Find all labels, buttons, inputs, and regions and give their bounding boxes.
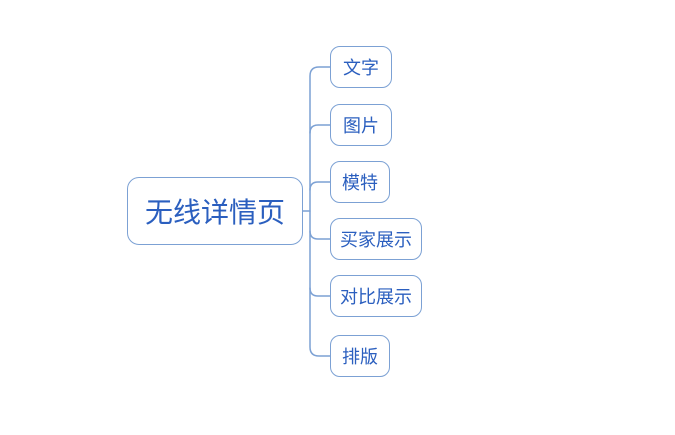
child-node-image[interactable]: 图片 (330, 104, 392, 146)
connector-branch-comparison-show (309, 287, 331, 297)
connector-branch-image (309, 124, 331, 134)
root-node-label: 无线详情页 (144, 198, 285, 229)
child-node-label: 文字 (343, 58, 379, 78)
child-node-label: 对比展示 (340, 287, 412, 307)
child-node-model[interactable]: 模特 (330, 161, 390, 203)
child-node-comparison-show[interactable]: 对比展示 (330, 275, 422, 317)
child-node-text[interactable]: 文字 (330, 46, 392, 88)
child-node-label: 买家展示 (340, 230, 412, 250)
child-node-layout[interactable]: 排版 (330, 335, 390, 377)
connector-branch-buyer-show (309, 230, 331, 240)
root-node-wireless-detail-page[interactable]: 无线详情页 (127, 177, 303, 245)
child-node-label: 图片 (343, 116, 379, 136)
child-node-label: 模特 (342, 173, 378, 193)
child-node-buyer-show[interactable]: 买家展示 (330, 218, 422, 260)
child-node-label: 排版 (342, 347, 378, 367)
connector-trunk (309, 66, 331, 357)
connector-branch-model (309, 181, 331, 191)
